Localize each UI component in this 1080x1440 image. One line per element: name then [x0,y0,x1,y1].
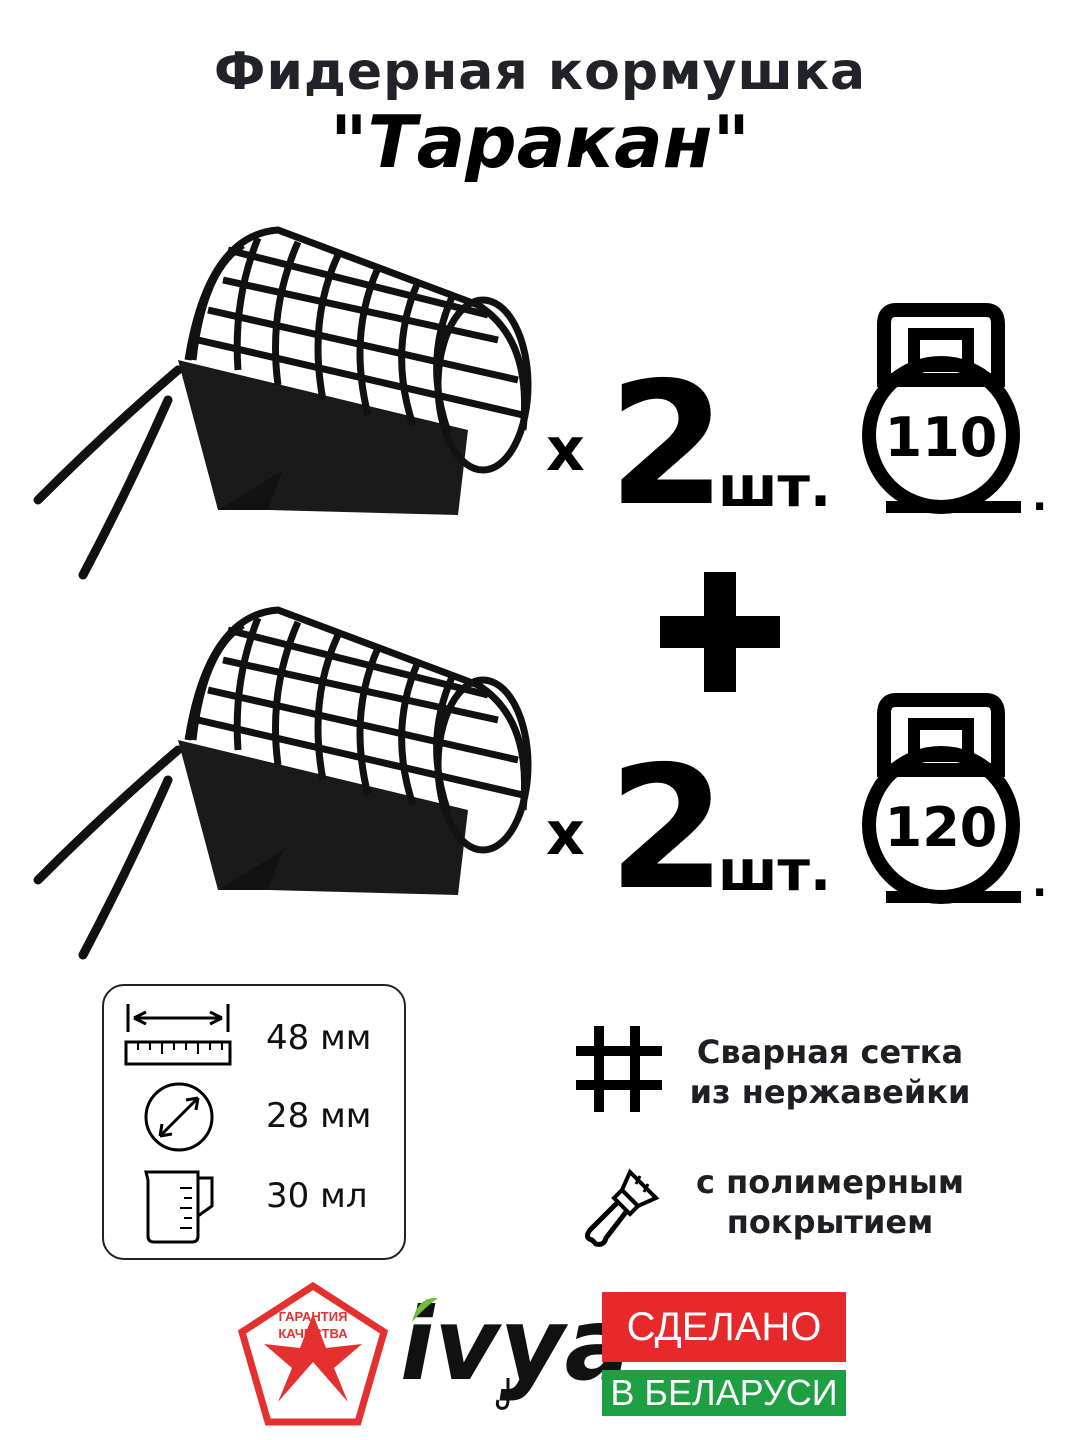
quantity-unit: шт. [718,839,832,904]
brand-name: ivya [400,1286,633,1403]
spec-volume: 30 мл [104,1166,404,1246]
spec-diameter-value: 28 мм [266,1096,372,1136]
kettlebell-weight-icon: 110 [856,300,1026,519]
feature-mesh-line2: из нержавейки [689,1073,971,1111]
feature-coating-line2: покрытием [726,1203,934,1241]
weight-value: 110 [884,406,998,469]
spec-length-value: 48 мм [266,1018,372,1058]
made-in-label: СДЕЛАНО [602,1292,846,1362]
badge-line1: ГАРАНТИЯ [278,1309,348,1324]
leaf-icon [412,1297,438,1322]
quantity-unit: шт. [718,455,832,520]
quantity-value: 2 [608,730,727,928]
multiply-sign: x [546,799,585,869]
made-in-country: В БЕЛАРУСИ [602,1370,846,1416]
feeder-image-bottom [28,590,548,970]
badge-text: ГАРАНТИЯ КАЧЕСТВА [260,1308,366,1342]
quality-guarantee-badge: ГАРАНТИЯ КАЧЕСТВА [237,1281,389,1431]
plus-icon [660,572,780,696]
specs-panel: 48 мм 28 мм 30 мл [102,984,406,1260]
grid-hash-icon [572,1022,664,1118]
length-ruler-icon [124,1002,234,1076]
multiply-sign: x [546,415,585,485]
feeder-image-top [28,210,548,590]
quantity-value: 2 [608,346,727,544]
brand-logo: ivya [398,1290,632,1420]
measuring-cup-icon [140,1166,220,1250]
trailing-dot: . [1032,474,1048,520]
spec-diameter: 28 мм [104,1080,404,1160]
product-title: Фидерная кормушка [213,42,867,102]
product-name: "Таракан" [329,100,751,184]
spec-volume-value: 30 мл [266,1176,368,1216]
feature-coating-line1: с полимерным [695,1163,965,1201]
feature-mesh-text: Сварная сетка из нержавейки [670,1032,990,1112]
kettlebell-weight-icon: 120 [856,690,1026,909]
diameter-icon [142,1080,216,1158]
spec-length: 48 мм [104,1002,404,1082]
hook-icon [495,1378,510,1410]
trailing-dot: . [1032,860,1048,906]
badge-line2: КАЧЕСТВА [278,1326,348,1341]
paint-brush-icon [580,1166,662,1252]
feature-mesh-line1: Сварная сетка [696,1033,964,1071]
weight-value: 120 [884,796,998,859]
feature-coating-text: с полимерным покрытием [670,1162,990,1242]
